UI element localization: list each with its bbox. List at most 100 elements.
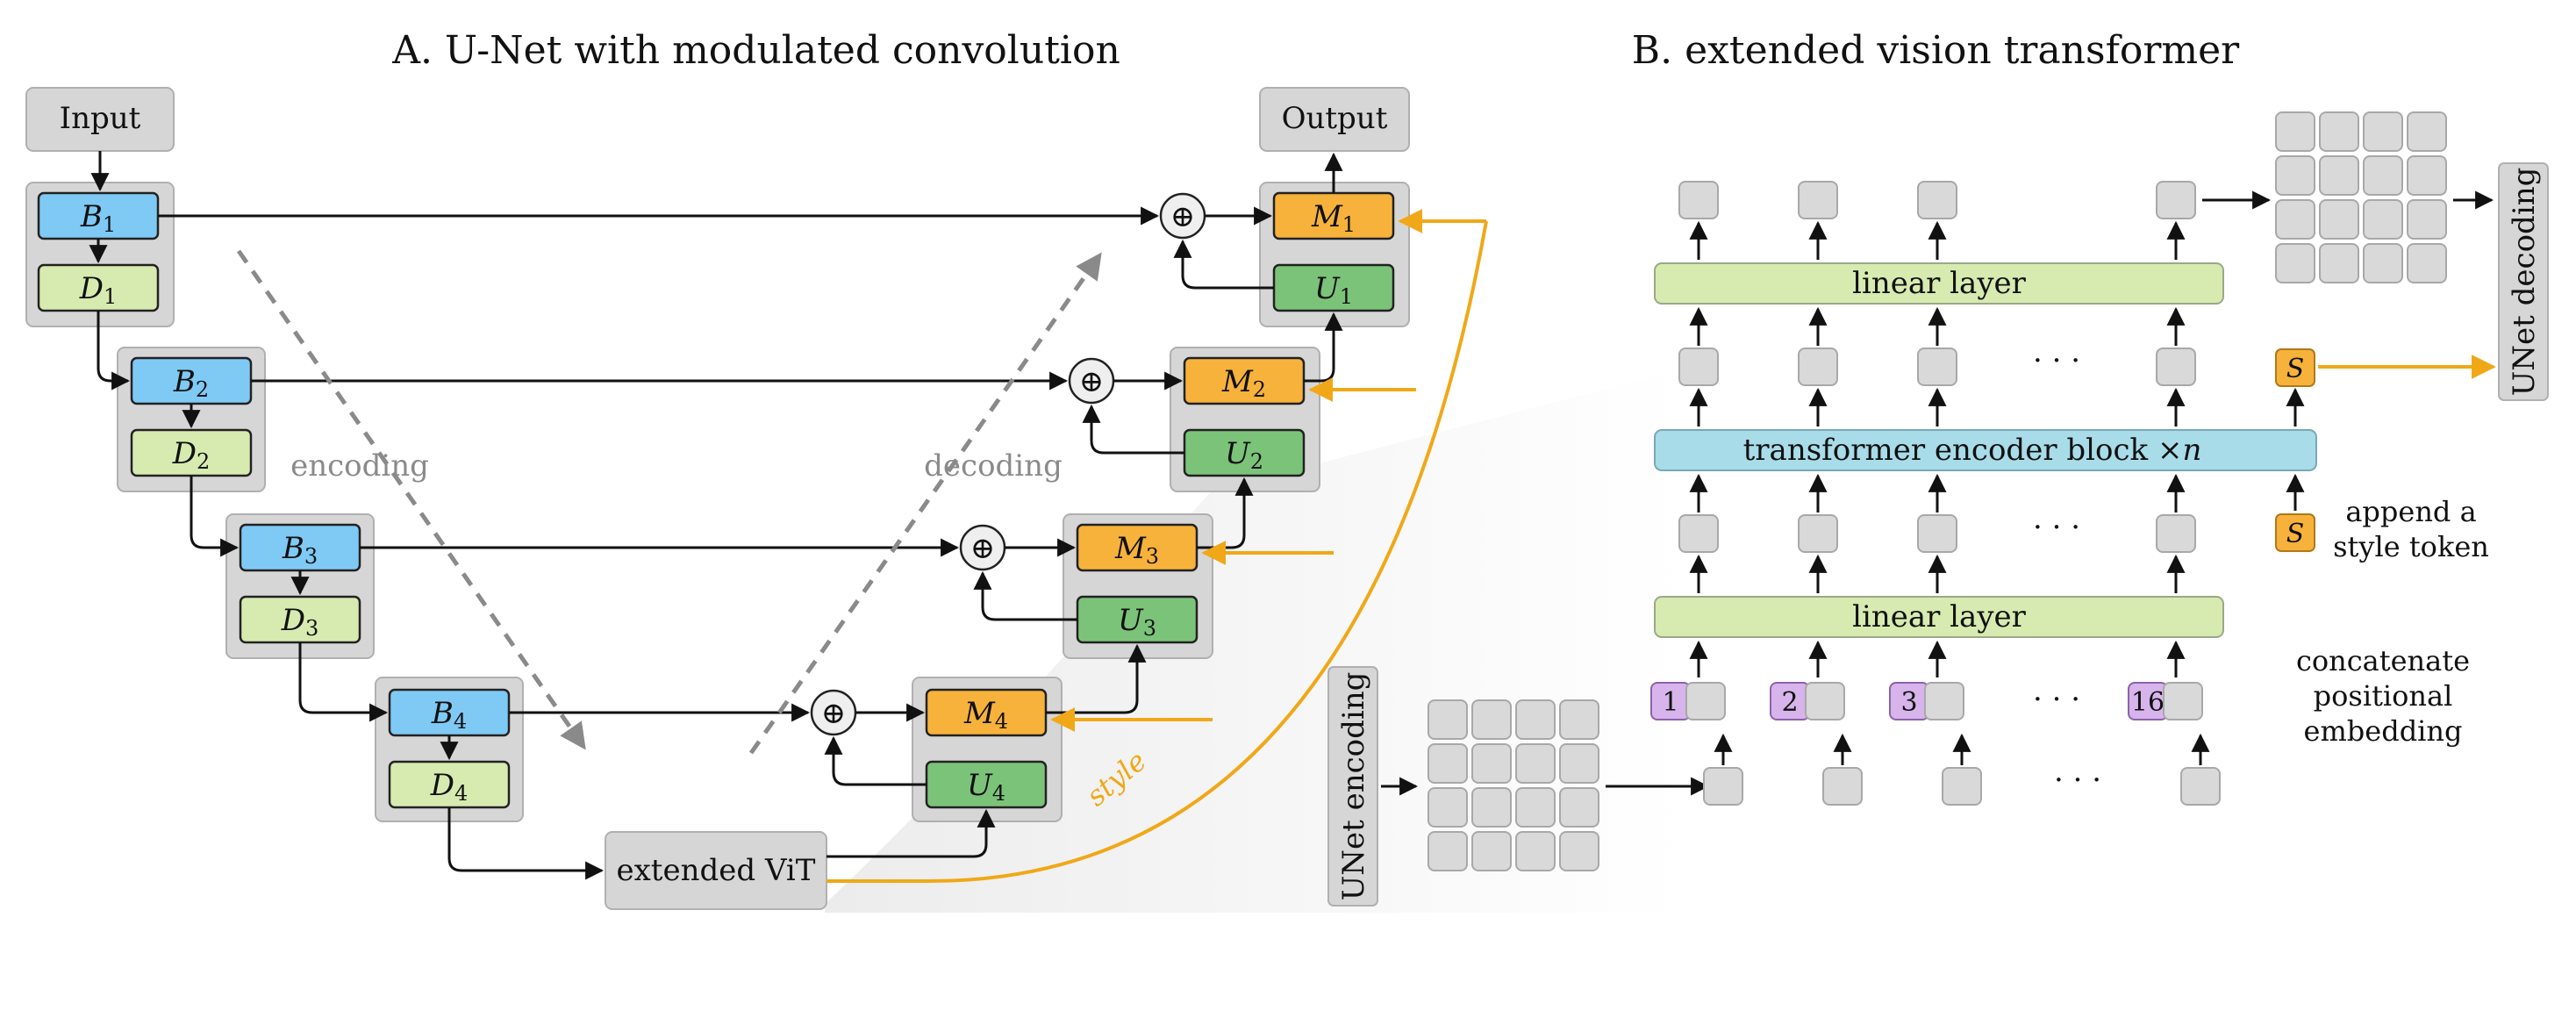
unet-encoding-label: UNet encoding <box>1336 672 1371 901</box>
patch-cell <box>2275 155 2315 196</box>
decoder-stage-3: M3 U3 <box>1063 513 1213 659</box>
output-token <box>1798 181 1838 219</box>
patch-cell <box>1471 831 1512 871</box>
svg-text:M4: M4 <box>963 696 1008 734</box>
encoder-stage-2: B2 D2 <box>117 347 266 492</box>
svg-text:⊕: ⊕ <box>821 696 847 731</box>
encoded-token <box>1678 348 1719 386</box>
patch-token <box>2180 767 2221 806</box>
svg-text:U3: U3 <box>1118 603 1156 641</box>
svg-text:⊕: ⊕ <box>1170 199 1196 234</box>
output-token <box>1917 181 1957 219</box>
positional-number: 16 <box>2131 687 2165 718</box>
svg-text:D1: D1 <box>79 271 118 309</box>
decoder-stage-2: M2 U2 <box>1170 347 1320 492</box>
positional-number: 1 <box>1662 687 1678 718</box>
patch-cell <box>1559 699 1599 740</box>
output-token <box>2156 181 2196 219</box>
patch-cell <box>2407 199 2447 240</box>
encoded-token <box>2156 348 2196 386</box>
patch-cell <box>2363 111 2403 152</box>
encoded-token <box>1917 348 1957 386</box>
svg-text:S: S <box>2286 519 2305 549</box>
svg-text:D2: D2 <box>172 436 211 474</box>
unet-encoding-box: UNet encoding <box>1327 666 1378 907</box>
output-label: Output <box>1282 101 1388 136</box>
ellipsis: · · · <box>2033 343 2080 378</box>
hidden-token <box>2156 514 2196 553</box>
embedded-token <box>1924 682 1964 720</box>
patch-cell <box>2319 111 2359 152</box>
patch-cell <box>1428 831 1468 871</box>
encoder-stage-1: B1 D1 <box>25 182 175 327</box>
input-patch-grid <box>1428 699 1599 871</box>
svg-text:B3: B3 <box>282 531 318 569</box>
svg-text:linear layer: linear layer <box>1852 599 2027 634</box>
svg-text:B2: B2 <box>173 364 209 402</box>
patch-token <box>1822 767 1863 806</box>
svg-text:D3: D3 <box>281 603 319 641</box>
style-token-bottom: S <box>2275 513 2315 552</box>
panel-a-title: A. U-Net with modulated convolution <box>391 28 1120 73</box>
patch-cell <box>2363 155 2403 196</box>
transformer-encoder-block: transformer encoder block ×n <box>1654 429 2317 471</box>
decoding-arrow <box>748 252 1103 755</box>
patch-cell <box>1559 743 1599 784</box>
output-token <box>1678 181 1719 219</box>
patch-cell <box>2363 243 2403 283</box>
concat-note-line2: positional <box>2314 679 2453 713</box>
input-box: Input <box>25 87 175 152</box>
unet-decoding-label: UNet decoding <box>2507 168 2542 397</box>
patch-cell <box>2407 155 2447 196</box>
patch-cell <box>2363 199 2403 240</box>
style-token-top: S <box>2275 348 2315 387</box>
decoder-stage-1: M1 U1 <box>1259 182 1410 327</box>
svg-text:M3: M3 <box>1114 531 1159 569</box>
svg-text:M2: M2 <box>1221 364 1266 402</box>
patch-cell <box>2275 199 2315 240</box>
patch-cell <box>1559 787 1599 828</box>
embedded-token <box>1685 682 1726 720</box>
svg-text:M1: M1 <box>1311 199 1356 237</box>
linear-layer-bottom: linear layer <box>1654 596 2224 638</box>
sum-node-1: ⊕ <box>1159 192 1206 240</box>
patch-cell <box>2407 243 2447 283</box>
patch-cell <box>1471 743 1512 784</box>
patch-token <box>1942 767 1982 806</box>
svg-text:⊕: ⊕ <box>970 531 996 566</box>
output-box: Output <box>1259 87 1410 152</box>
encoded-token <box>1798 348 1838 386</box>
output-patch-grid <box>2275 111 2447 283</box>
sum-node-4: ⊕ <box>810 689 857 736</box>
patch-cell <box>1428 743 1468 784</box>
decoder-stage-4: M4 U4 <box>912 677 1063 822</box>
sum-node-3: ⊕ <box>959 524 1006 571</box>
linear-layer-top: linear layer <box>1654 262 2224 305</box>
style-lines <box>826 209 1488 883</box>
ellipsis: · · · <box>2054 763 2101 798</box>
patch-cell <box>2407 111 2447 152</box>
ellipsis: · · · <box>2033 510 2080 545</box>
positional-number: 2 <box>1781 687 1798 718</box>
sum-node-2: ⊕ <box>1068 357 1115 405</box>
patch-cell <box>2319 243 2359 283</box>
extended-vit-box: extended ViT <box>605 831 827 910</box>
hidden-token <box>1678 514 1719 553</box>
svg-text:D4: D4 <box>430 768 469 806</box>
encoding-arrow <box>236 249 587 750</box>
svg-text:U4: U4 <box>967 768 1005 806</box>
extended-vit-label: extended ViT <box>617 853 816 888</box>
encoding-label: encoding <box>290 448 429 484</box>
embedded-token <box>1805 682 1845 720</box>
patch-cell <box>2275 111 2315 152</box>
append-note-line1: append a <box>2345 495 2476 528</box>
svg-text:⊕: ⊕ <box>1079 364 1105 399</box>
patch-cell <box>1428 787 1468 828</box>
patch-cell <box>1515 831 1556 871</box>
input-label: Input <box>60 101 141 136</box>
svg-text:B1: B1 <box>80 199 116 237</box>
hidden-token <box>1798 514 1838 553</box>
concat-note-line3: embedding <box>2304 714 2463 748</box>
